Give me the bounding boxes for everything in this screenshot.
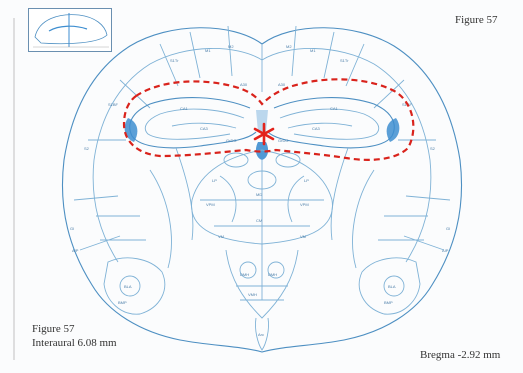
svg-text:LP: LP: [304, 178, 309, 183]
svg-text:CA3: CA3: [312, 126, 321, 131]
svg-text:BLA: BLA: [388, 284, 396, 289]
svg-text:A30: A30: [240, 82, 248, 87]
svg-text:BMP: BMP: [384, 300, 393, 305]
svg-text:MD: MD: [256, 192, 262, 197]
svg-text:BMP: BMP: [118, 300, 127, 305]
svg-text:S1BF: S1BF: [108, 102, 119, 107]
svg-text:DMH: DMH: [240, 272, 249, 277]
svg-text:M1: M1: [310, 48, 316, 53]
svg-text:M1: M1: [205, 48, 211, 53]
svg-text:CA1: CA1: [180, 106, 189, 111]
svg-text:CM: CM: [256, 218, 262, 223]
svg-text:LP: LP: [212, 178, 217, 183]
svg-text:VPM: VPM: [206, 202, 215, 207]
figure-caption: Figure 57 Interaural 6.08 mm: [32, 322, 117, 350]
svg-text:VM: VM: [300, 234, 306, 239]
svg-text:VM: VM: [218, 234, 224, 239]
svg-text:S2: S2: [430, 146, 436, 151]
bregma-coordinate: Bregma -2.92 mm: [420, 349, 501, 361]
svg-text:CA1: CA1: [330, 106, 339, 111]
svg-text:GI: GI: [446, 226, 450, 231]
svg-text:A30: A30: [278, 82, 286, 87]
svg-text:S1Tr: S1Tr: [170, 58, 179, 63]
hippocampus-highlight: [122, 78, 415, 161]
svg-text:GrDG: GrDG: [226, 138, 236, 143]
figure-number-bottom: Figure 57: [32, 323, 75, 335]
svg-text:S1Tr: S1Tr: [340, 58, 349, 63]
interaural-coordinate: Interaural 6.08 mm: [32, 337, 117, 349]
figure-number-top: Figure 57: [455, 14, 498, 26]
svg-text:VMH: VMH: [248, 292, 257, 297]
svg-text:VPM: VPM: [300, 202, 309, 207]
svg-text:AIP: AIP: [442, 248, 449, 253]
brain-outline: [61, 27, 463, 353]
svg-text:Arc: Arc: [258, 332, 264, 337]
svg-text:AIP: AIP: [72, 248, 79, 253]
svg-text:BLA: BLA: [124, 284, 132, 289]
svg-text:S2: S2: [84, 146, 90, 151]
svg-text:M2: M2: [228, 44, 234, 49]
svg-text:M2: M2: [286, 44, 292, 49]
svg-text:GI: GI: [70, 226, 74, 231]
svg-text:DMH: DMH: [268, 272, 277, 277]
asterisk-marker: [253, 122, 275, 146]
svg-text:GrDG: GrDG: [278, 138, 288, 143]
sagittal-inset-thumbnail: [28, 8, 112, 52]
svg-text:CA3: CA3: [200, 126, 209, 131]
